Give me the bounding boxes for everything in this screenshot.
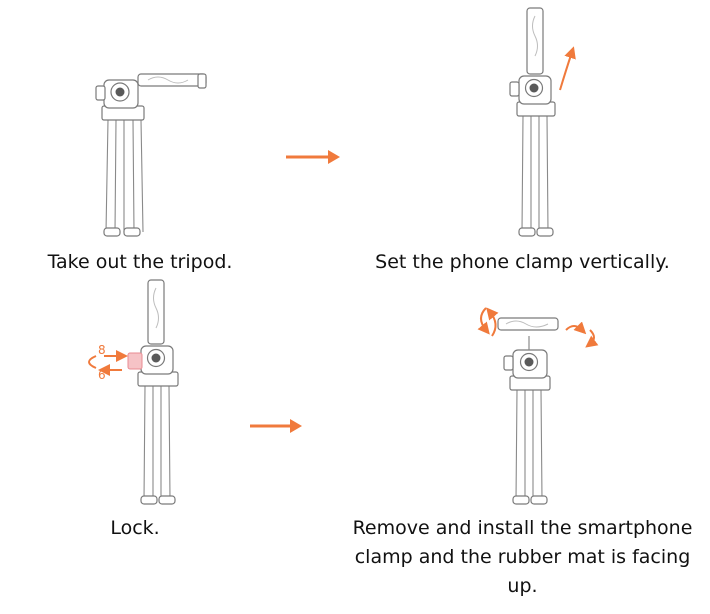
step2-tripod-illustration bbox=[509, 7, 576, 237]
step3-caption: Lock. bbox=[110, 517, 160, 539]
step-arrow-1 bbox=[286, 150, 340, 164]
lock-label-bottom: 6 bbox=[98, 368, 106, 382]
step-arrow-2 bbox=[250, 419, 302, 433]
step2-caption: Set the phone clamp vertically. bbox=[375, 251, 670, 273]
step4-caption: Remove and install the smartphone clamp … bbox=[352, 517, 693, 597]
step1-caption: Take out the tripod. bbox=[47, 251, 233, 273]
step3-tripod-illustration bbox=[88, 279, 179, 505]
step1-tripod-illustration bbox=[95, 73, 207, 237]
step4-tripod-illustration bbox=[477, 307, 599, 505]
lock-label-top: 8 bbox=[98, 343, 106, 357]
